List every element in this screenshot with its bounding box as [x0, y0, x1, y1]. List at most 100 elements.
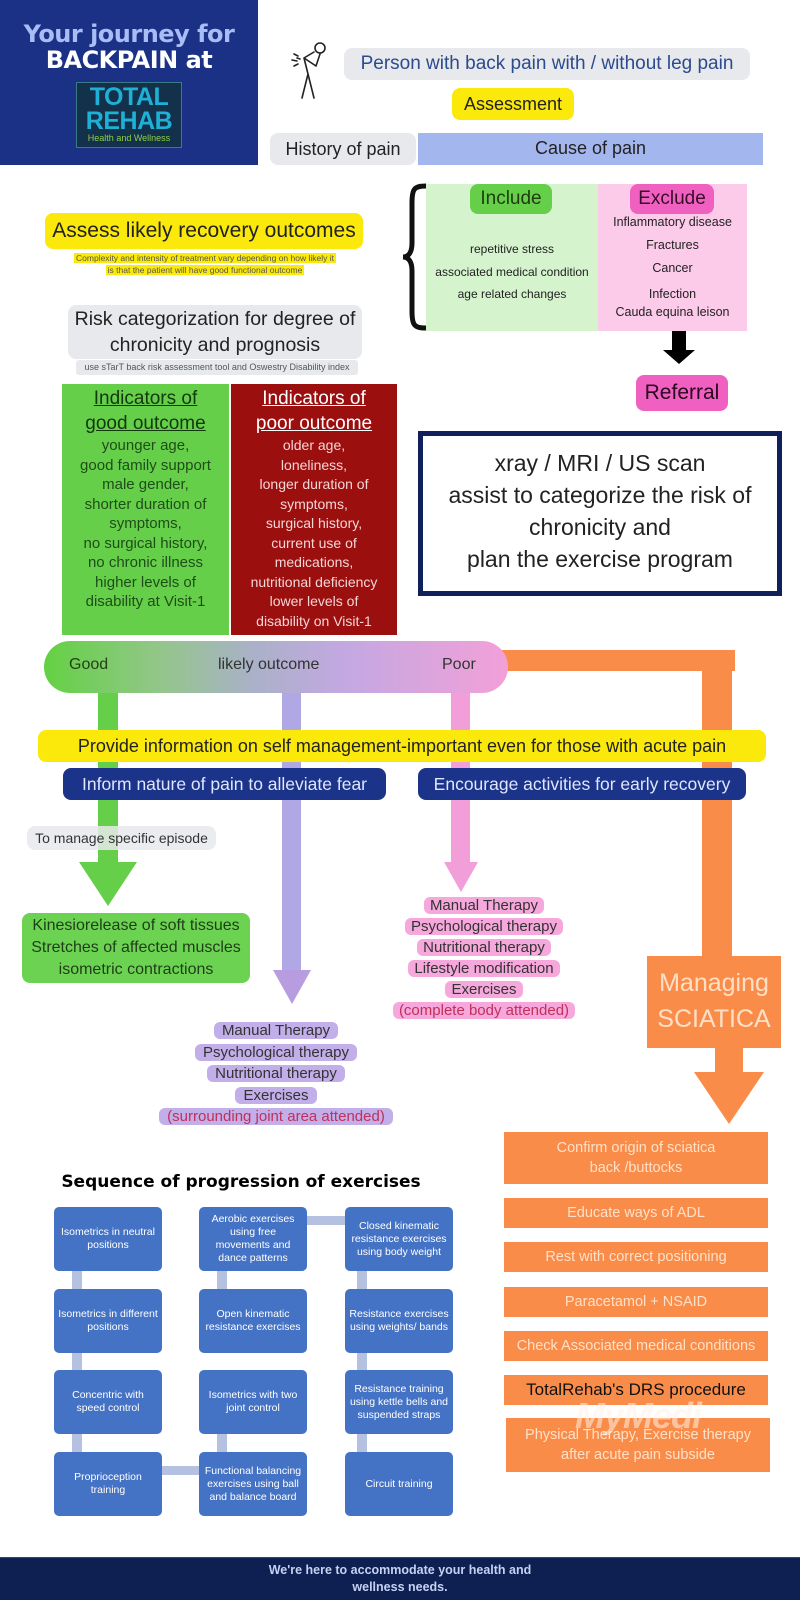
indicator-item: no surgical history, — [83, 534, 208, 552]
good-treatment-item: Kinesiorelease of soft tissues — [32, 917, 240, 934]
indicator-item: current use of — [271, 534, 357, 551]
referral-label: Referral — [636, 375, 728, 411]
history-of-pain-label: History of pain — [270, 133, 416, 165]
indicator-item: higher levels of — [95, 573, 196, 591]
imaging-line: xray / MRI / US scan — [494, 450, 706, 476]
indicator-item: male gender, — [102, 476, 189, 493]
indicator-item: no chronic illness — [87, 554, 204, 571]
middle-treatment-item: Psychological therapy — [195, 1043, 357, 1061]
poor-outcome-indicators: Indicators of poor outcome older age,lon… — [231, 384, 397, 635]
middle-path-treatments: Manual Therapy Psychological therapy Nut… — [140, 1020, 412, 1132]
poor-treatment-note: (complete body attended) — [392, 1002, 576, 1019]
exclude-item: Inflammatory disease — [613, 215, 732, 229]
sequence-connector — [72, 1271, 82, 1289]
exercise-step: Circuit training — [345, 1452, 453, 1516]
poor-treatment-item: Manual Therapy — [423, 897, 545, 914]
middle-treatment-item: Nutritional therapy — [207, 1065, 345, 1082]
sciatica-arrow-shaft — [715, 1048, 743, 1074]
indicator-item: medications, — [274, 554, 354, 570]
indicator-item: nutritional deficiency — [250, 573, 378, 590]
indicator-item: symptoms, — [109, 515, 182, 532]
recovery-outcomes-title: Assess likely recovery outcomes — [45, 213, 363, 249]
recovery-subtitle: Complexity and intensity of treatment va… — [0, 252, 410, 276]
sciatica-step-line: Physical Therapy, Exercise therapy — [525, 1427, 751, 1443]
exclude-label: Exclude — [630, 184, 714, 214]
good-treatment-item: isometric contractions — [58, 961, 214, 978]
sciatica-step-drs: TotalRehab's DRS procedure — [504, 1375, 768, 1405]
exercise-step: Resistance exercises using weights/ band… — [345, 1289, 453, 1353]
inform-nature-of-pain: Inform nature of pain to alleviate fear — [63, 768, 386, 800]
sciatica-title-line1: Managing — [659, 969, 769, 997]
exercise-step: Isometrics in different positions — [54, 1289, 162, 1353]
exercise-step: Isometrics in neutral positions — [54, 1207, 162, 1271]
likely-outcome-bar: Good likely outcome Poor — [44, 641, 508, 693]
back-pain-person-icon — [291, 42, 326, 99]
poor-path-treatments: Manual Therapy Psychological therapy Nut… — [386, 895, 582, 1025]
person-condition-label: Person with back pain with / without leg… — [344, 48, 750, 80]
exercise-step: Concentric with speed control — [54, 1370, 162, 1434]
sciatica-connector-horizontal — [500, 650, 735, 671]
outcome-good-label: Good — [69, 656, 109, 673]
good-treatment-item: Stretches of affected muscles — [31, 939, 241, 956]
exclude-item: Cauda equina leison — [615, 305, 730, 319]
imaging-box: xray / MRI / US scan assist to categoriz… — [418, 431, 782, 596]
poor-treatment-item: Lifestyle modification — [408, 960, 560, 977]
recovery-subtitle-line2: is that the patient will have good funct… — [105, 265, 305, 275]
sciatica-step-line: Confirm origin of sciatica — [556, 1140, 716, 1156]
sequence-connector — [217, 1271, 227, 1289]
risk-title-line2: chronicity and prognosis — [109, 334, 321, 356]
include-panel: Include repetitive stress associated med… — [426, 184, 598, 331]
sequence-connector — [357, 1271, 367, 1289]
self-management-banner: Provide information on self management-i… — [38, 730, 766, 762]
indicator-item: surgical history, — [265, 515, 363, 531]
logo-line2: REHAB — [85, 107, 173, 135]
poor-title-line2: poor outcome — [255, 413, 373, 434]
header-banner: Your journey for BACKPAIN at TOTAL REHAB… — [0, 0, 258, 165]
include-item: age related changes — [457, 287, 567, 301]
exercise-step: Functional balancing exercises using bal… — [199, 1452, 307, 1516]
sciatica-step-line: back /buttocks — [589, 1160, 683, 1176]
sciatica-arrow-icon — [694, 1072, 764, 1124]
good-title-line2: good outcome — [85, 413, 206, 434]
exercise-step: Open kinematic resistance exercises — [199, 1289, 307, 1353]
exercise-sequence-title: Sequence of progression of exercises — [61, 1172, 421, 1192]
sequence-connector — [357, 1353, 367, 1371]
sciatica-connector-vertical — [702, 650, 732, 956]
footer-text: We're here to accommodate your health an… — [0, 1558, 800, 1596]
imaging-line: chronicity and — [529, 514, 671, 540]
outcome-poor-label: Poor — [442, 656, 476, 673]
risk-categorization-title: Risk categorization for degree of chroni… — [68, 305, 362, 359]
indicator-item: shorter duration of — [84, 495, 207, 513]
middle-treatment-item: Manual Therapy — [213, 1022, 339, 1039]
footer-bar: We're here to accommodate your health an… — [0, 1557, 800, 1600]
sciatica-step: Check Associated medical conditions — [504, 1331, 768, 1361]
exercise-step: Closed kinematic resistance exercises us… — [345, 1207, 453, 1271]
imaging-line: plan the exercise program — [467, 546, 733, 572]
referral-arrow-shaft — [672, 331, 686, 351]
good-path-treatments: Kinesiorelease of soft tissues Stretches… — [22, 913, 250, 983]
cause-of-pain-label: Cause of pain — [418, 133, 763, 165]
logo-tagline: Health and Wellness — [87, 133, 171, 143]
indicator-item: younger age, — [101, 437, 190, 454]
recovery-subtitle-line1: Complexity and intensity of treatment va… — [74, 253, 336, 263]
header-title-line1: Your journey for — [23, 20, 235, 48]
manage-specific-episode-label: To manage specific episode — [27, 826, 216, 850]
sciatica-step-line: after acute pain subside — [561, 1447, 715, 1463]
good-outcome-indicators: Indicators of good outcome younger age,g… — [62, 384, 229, 635]
include-label: Include — [470, 184, 552, 214]
exercise-step: Resistance training using kettle bells a… — [345, 1370, 453, 1434]
sciatica-step: Paracetamol + NSAID — [504, 1287, 768, 1317]
exclude-item: Infection — [648, 287, 697, 301]
exclude-list: Inflammatory disease Fractures Cancer In… — [598, 214, 747, 322]
good-indicators-title: Indicators of good outcome — [62, 384, 229, 436]
risk-title-line1: Risk categorization for degree of — [74, 308, 356, 330]
encourage-activities: Encourage activities for early recovery — [418, 768, 746, 800]
watermark-text: MyMedi — [575, 1395, 702, 1436]
sequence-connector — [217, 1434, 227, 1452]
sequence-connector — [307, 1216, 345, 1225]
exercise-step: Aerobic exercises using free movements a… — [199, 1207, 307, 1271]
sciatica-step: Confirm origin of sciatica back /buttock… — [504, 1132, 768, 1184]
include-list: repetitive stress associated medical con… — [426, 238, 598, 306]
